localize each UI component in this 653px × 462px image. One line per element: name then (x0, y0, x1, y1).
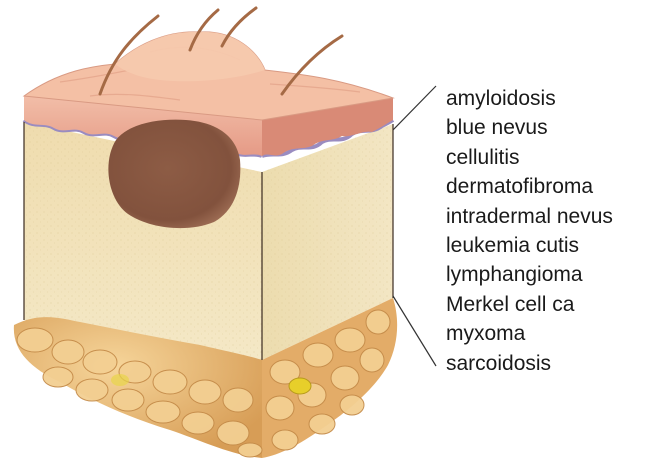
term-blue-nevus: blue nevus (446, 113, 613, 142)
surface-bump (115, 32, 265, 81)
differential-diagnosis-list: amyloidosis blue nevus cellulitis dermat… (446, 84, 613, 378)
term-amyloidosis: amyloidosis (446, 84, 613, 113)
term-lymphangioma: lymphangioma (446, 260, 613, 289)
term-cellulitis: cellulitis (446, 143, 613, 172)
term-merkel-cell-ca: Merkel cell ca (446, 290, 613, 319)
pointer-lines (393, 86, 436, 366)
term-sarcoidosis: sarcoidosis (446, 349, 613, 378)
term-leukemia-cutis: leukemia cutis (446, 231, 613, 260)
dermal-lesion (108, 120, 240, 228)
term-myxoma: myxoma (446, 319, 613, 348)
yellow-fat-globule (289, 378, 311, 394)
term-intradermal-nevus: intradermal nevus (446, 202, 613, 231)
term-dermatofibroma: dermatofibroma (446, 172, 613, 201)
